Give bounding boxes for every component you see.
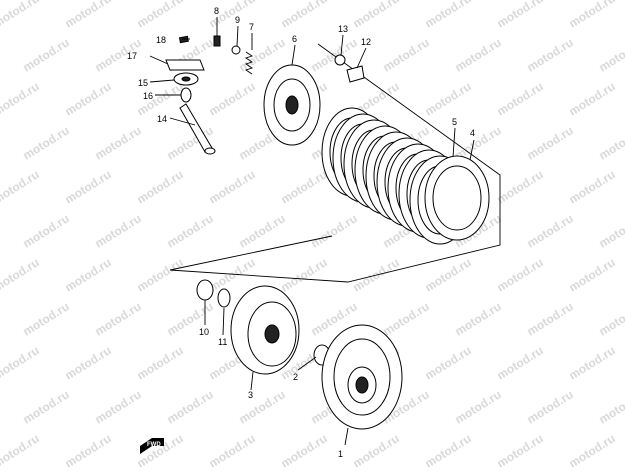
fwd-label: FWD	[147, 442, 161, 448]
callout-labels: 1 2 3 4 5 6 7 8 9 10 11 12 13 14 15 16 1…	[127, 6, 475, 459]
part-7-spring	[244, 51, 254, 75]
spring-bolt-group	[213, 35, 254, 75]
part-8-bolt	[213, 35, 221, 47]
part-14-shaft	[179, 103, 213, 153]
callout-17: 17	[127, 51, 137, 61]
part-18-bolt	[178, 35, 189, 44]
callout-8: 8	[214, 6, 219, 16]
part-10-nut	[196, 279, 214, 301]
callout-3: 3	[248, 390, 253, 400]
callout-4: 4	[470, 128, 475, 138]
part-3-clutch-hub	[230, 285, 300, 375]
release-mechanism-group	[165, 35, 216, 155]
callout-10: 10	[199, 327, 209, 337]
callout-18: 18	[156, 35, 166, 45]
callout-7: 7	[249, 22, 254, 32]
callout-1: 1	[338, 449, 343, 459]
part-17-plate	[165, 59, 205, 71]
part-4-friction-plate	[424, 155, 490, 241]
part-6-pressure-plate	[263, 64, 321, 146]
callout-11: 11	[218, 337, 227, 347]
assembly-outline	[169, 43, 501, 283]
pushrod-group	[334, 54, 365, 83]
part-9-washer	[231, 45, 241, 55]
part-12-pushpiece	[346, 65, 365, 83]
nut-washer-group	[196, 279, 231, 308]
part-13-bearing	[334, 54, 346, 66]
callout-5: 5	[452, 117, 457, 127]
callout-15: 15	[138, 78, 148, 88]
callout-6: 6	[292, 34, 297, 44]
part-1-clutch-housing	[321, 324, 403, 430]
part-16-oring	[180, 87, 192, 103]
callout-16: 16	[143, 91, 153, 101]
callout-12: 12	[361, 37, 371, 47]
part-11-lockwasher	[217, 288, 231, 308]
callout-14: 14	[157, 114, 167, 124]
fwd-arrow-icon: FWD	[140, 438, 164, 454]
callout-13: 13	[338, 24, 348, 34]
leader-lines	[149, 17, 475, 446]
callout-9: 9	[235, 15, 240, 25]
callout-2: 2	[293, 372, 298, 382]
